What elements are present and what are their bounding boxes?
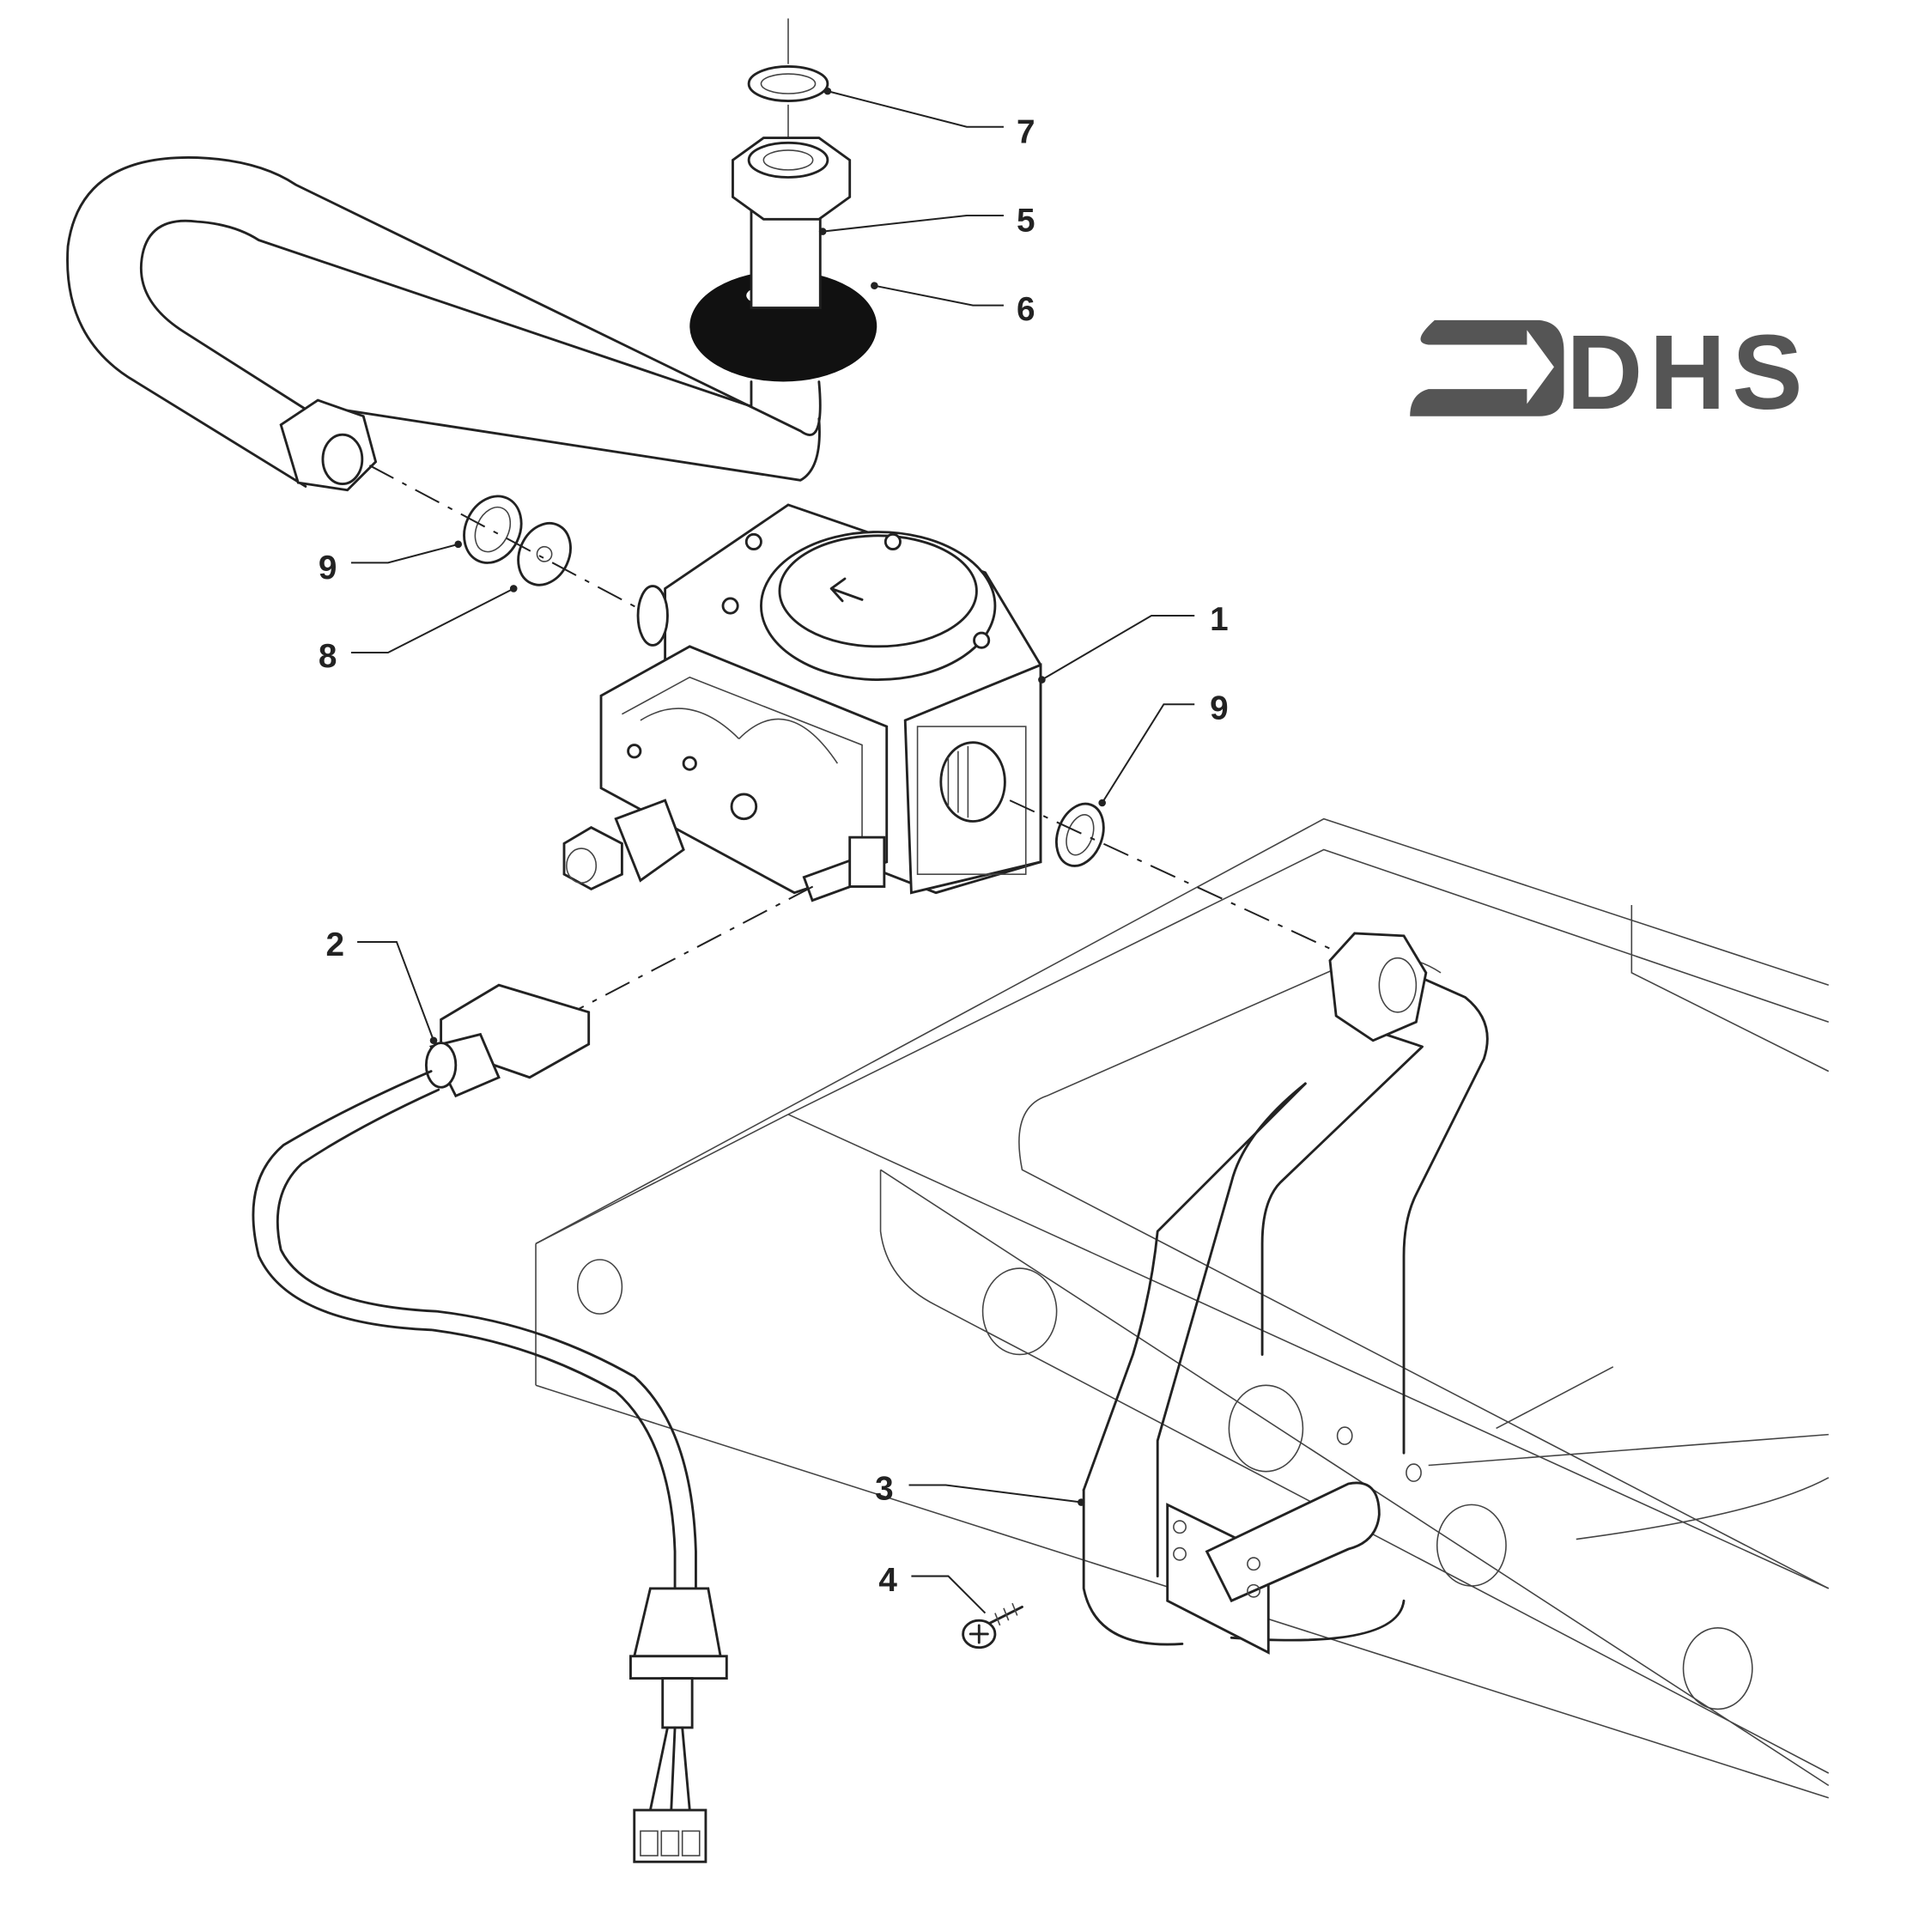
callout-8: 8 [319, 638, 337, 675]
gas-valve-1 [562, 503, 1042, 902]
leader-lines [350, 87, 1195, 1614]
burner-assembly [535, 817, 1830, 1799]
callout-3: 3 [875, 1471, 894, 1508]
callout-1: 1 [1210, 601, 1229, 638]
gas-pipe-upper [66, 156, 822, 492]
nut-fitting-5 [732, 137, 852, 309]
callout-9-left: 9 [319, 550, 337, 586]
washer-7 [747, 65, 829, 103]
callout-7: 7 [1017, 113, 1035, 150]
washer-9-right [1055, 802, 1105, 867]
gasket-8 [517, 521, 572, 586]
dhs-logo: DHS [1410, 313, 1803, 432]
callout-5: 5 [1017, 203, 1035, 240]
logo-text: DHS [1566, 313, 1802, 432]
callout-2: 2 [326, 927, 345, 963]
gas-pipe-3 [1082, 932, 1489, 1655]
arrow-logo-icon [1410, 319, 1564, 416]
callout-4: 4 [878, 1562, 897, 1599]
callout-6: 6 [1017, 291, 1035, 328]
screw-4 [962, 1602, 1023, 1649]
cable-harness-2 [252, 983, 728, 1863]
callout-9-right: 9 [1210, 690, 1229, 726]
